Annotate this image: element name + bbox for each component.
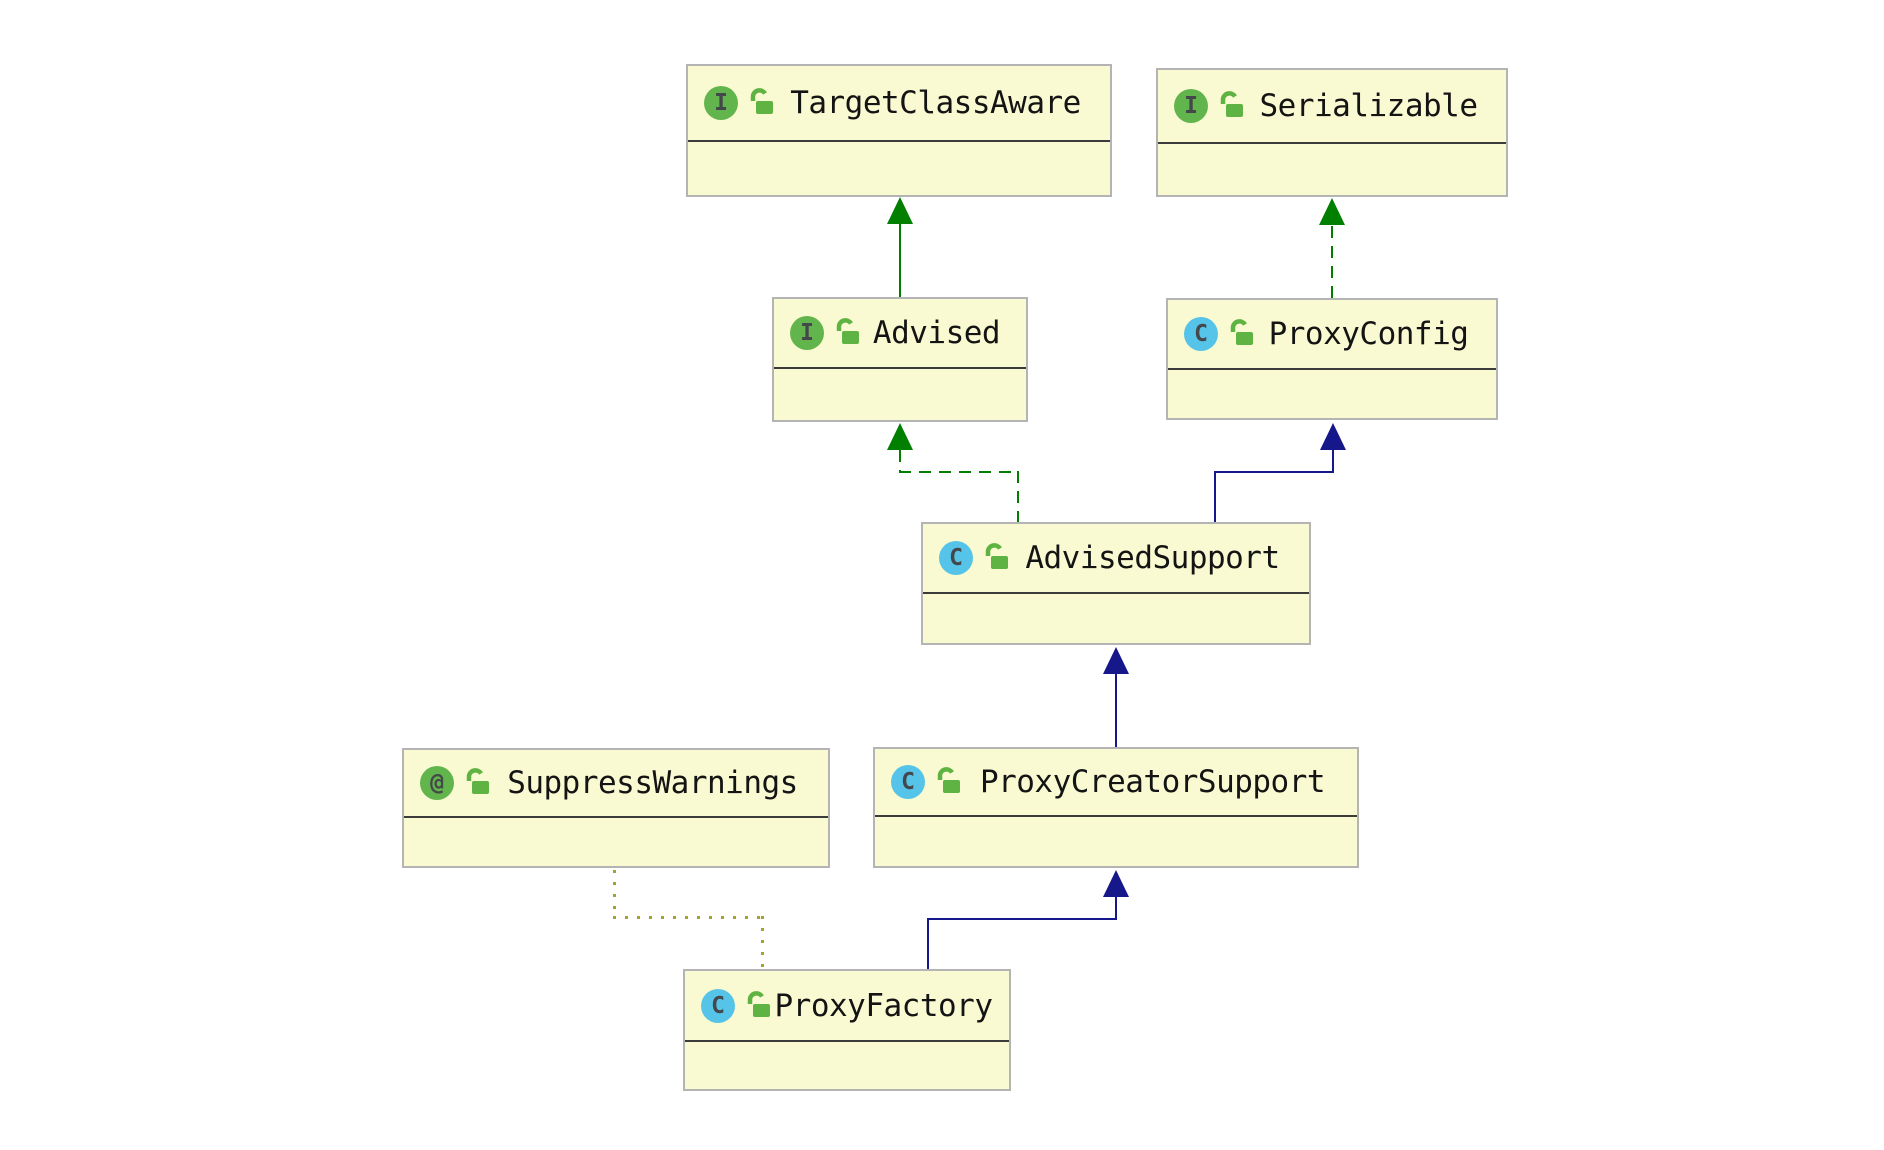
class-name: Advised xyxy=(872,315,1001,351)
class-box-body xyxy=(875,815,1357,866)
edge-segment xyxy=(927,918,1117,920)
edge-segment xyxy=(1214,471,1216,522)
edge-segment xyxy=(1214,471,1334,473)
class-box-proxyconfig[interactable]: C ProxyConfig xyxy=(1166,298,1498,420)
class-box-header: I Advised xyxy=(774,299,1026,367)
edge-segment xyxy=(761,916,764,969)
interface-icon: I xyxy=(704,86,738,120)
edge-segment xyxy=(899,450,901,473)
class-box-body xyxy=(923,592,1309,643)
class-name: ProxyConfig xyxy=(1268,316,1469,352)
class-box-advised[interactable]: I Advised xyxy=(772,297,1028,422)
class-box-body xyxy=(404,816,828,866)
annotation-icon: @ xyxy=(420,766,454,800)
lock-open-icon xyxy=(834,318,861,348)
class-box-header: C ProxyConfig xyxy=(1168,300,1496,368)
class-box-header: I TargetClassAware xyxy=(688,66,1110,140)
class-icon: C xyxy=(1184,317,1218,351)
implements-arrowhead-icon xyxy=(887,423,913,450)
inheritance-arrowhead-icon xyxy=(887,197,913,224)
implements-arrowhead-icon xyxy=(1319,198,1345,225)
class-box-header: C ProxyCreatorSupport xyxy=(875,749,1357,815)
edge-segment xyxy=(899,471,1019,473)
class-box-body xyxy=(1158,142,1506,195)
class-name: TargetClassAware xyxy=(790,85,1081,121)
class-icon: C xyxy=(701,988,735,1023)
inheritance-arrowhead-icon xyxy=(1103,647,1129,674)
class-name: SuppressWarnings xyxy=(507,765,798,801)
interface-icon: I xyxy=(790,316,824,350)
lock-open-icon xyxy=(748,88,775,118)
class-box-header: C ProxyFactory xyxy=(685,971,1009,1040)
edge-segment xyxy=(613,916,764,919)
class-box-suppresswarnings[interactable]: @ SuppressWarnings xyxy=(402,748,830,868)
class-box-body xyxy=(1168,368,1496,418)
class-box-proxyfactory[interactable]: C ProxyFactory xyxy=(683,969,1011,1091)
class-icon: C xyxy=(939,541,973,575)
lock-open-icon xyxy=(935,767,962,797)
class-name: Serializable xyxy=(1259,88,1478,124)
class-name: AdvisedSupport xyxy=(1025,540,1280,576)
edge-segment xyxy=(1332,448,1334,473)
lock-open-icon xyxy=(1218,91,1245,121)
class-box-body xyxy=(685,1040,1009,1089)
class-box-advisedsupport[interactable]: C AdvisedSupport xyxy=(921,522,1311,645)
class-name: ProxyCreatorSupport xyxy=(979,764,1326,800)
lock-open-icon xyxy=(464,768,491,798)
edge-segment xyxy=(613,870,616,918)
interface-icon: I xyxy=(1174,89,1208,123)
edge-segment xyxy=(927,918,929,969)
class-box-body xyxy=(688,140,1110,195)
edge-segment xyxy=(1115,895,1117,920)
class-box-serializable[interactable]: I Serializable xyxy=(1156,68,1508,197)
class-name: ProxyFactory xyxy=(774,987,993,1024)
class-box-header: I Serializable xyxy=(1158,70,1506,142)
lock-open-icon xyxy=(1228,319,1255,349)
class-box-header: C AdvisedSupport xyxy=(923,524,1309,592)
edge-segment xyxy=(899,222,901,298)
class-box-proxycreatorsupport[interactable]: C ProxyCreatorSupport xyxy=(873,747,1359,868)
class-box-targetclassaware[interactable]: I TargetClassAware xyxy=(686,64,1112,197)
inheritance-arrowhead-icon xyxy=(1320,423,1346,450)
inheritance-arrowhead-icon xyxy=(1103,870,1129,897)
edge-segment xyxy=(1115,672,1117,747)
class-box-body xyxy=(774,367,1026,420)
edge-segment xyxy=(1017,471,1019,522)
lock-open-icon xyxy=(983,543,1010,573)
class-box-header: @ SuppressWarnings xyxy=(404,750,828,816)
edge-segment xyxy=(1331,226,1333,298)
class-icon: C xyxy=(891,765,925,799)
lock-open-icon xyxy=(745,990,772,1021)
